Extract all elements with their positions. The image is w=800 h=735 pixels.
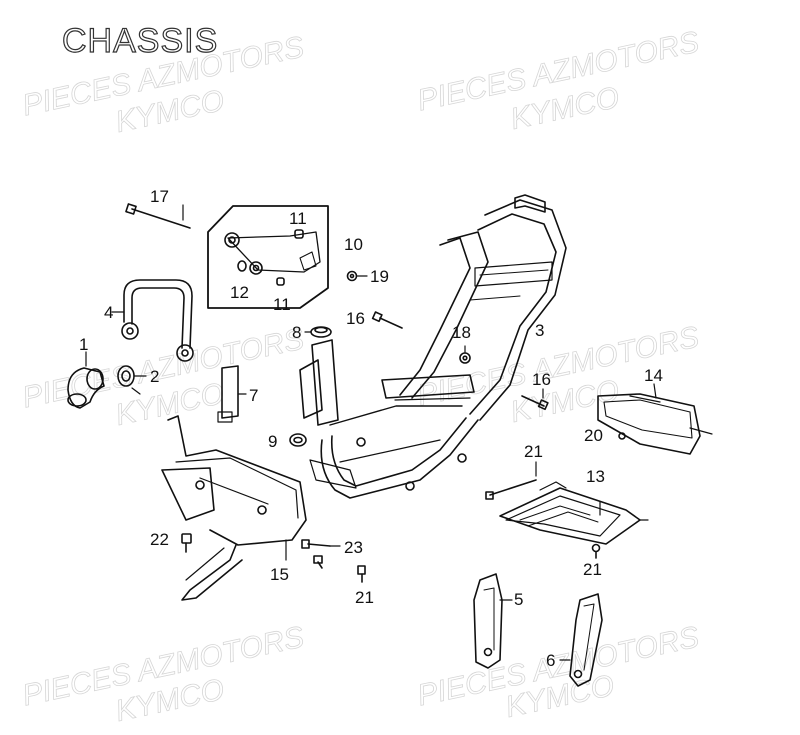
callout-3: 3 (535, 321, 545, 340)
callout-11-bottom: 11 (273, 295, 291, 314)
callout-12: 12 (230, 283, 249, 302)
callout-17: 17 (150, 187, 169, 206)
nut-19-drawing (346, 270, 368, 282)
nut-18-drawing (459, 345, 471, 364)
grommet-9-drawing (289, 433, 307, 447)
bolt-16b-drawing (521, 388, 549, 411)
boot-1-drawing (67, 351, 105, 409)
callout-21-right: 21 (583, 560, 602, 579)
bolts-23-drawing (301, 539, 341, 569)
callout-7: 7 (249, 386, 259, 405)
box-14-drawing (597, 383, 713, 455)
callout-6: 6 (546, 651, 556, 670)
clamp-2-drawing (117, 365, 147, 395)
bolt-17-drawing (125, 203, 191, 229)
callout-5: 5 (514, 590, 524, 609)
callout-11-top: 11 (289, 209, 307, 228)
callout-16-right: 16 (532, 370, 551, 389)
bolt-21b-drawing (591, 543, 601, 559)
callout-22: 22 (150, 530, 169, 549)
callout-8: 8 (292, 323, 302, 342)
bolt-16a-drawing (371, 311, 403, 329)
callout-4: 4 (104, 303, 114, 322)
callout-21-mid: 21 (524, 442, 543, 461)
callout-20: 20 (584, 426, 603, 445)
bolt-22-drawing (181, 533, 192, 553)
bolt-21a-drawing (485, 461, 537, 500)
bracket-6-drawing (559, 593, 603, 687)
stand-15-drawing (161, 415, 307, 601)
callout-23: 23 (344, 538, 363, 557)
callout-2: 2 (150, 367, 160, 386)
floor-panel-13-drawing (499, 481, 649, 545)
plate-7-drawing (217, 365, 247, 423)
grommet-8-drawing (304, 326, 332, 338)
callout-18: 18 (452, 323, 471, 342)
page-title: CHASSIS (61, 21, 219, 60)
inset-box-10 (207, 205, 329, 309)
callout-16-top: 16 (346, 309, 365, 328)
callout-14: 14 (644, 366, 663, 385)
bracket-5-drawing (473, 573, 513, 669)
callout-15: 15 (270, 565, 289, 584)
callout-1: 1 (79, 335, 89, 354)
callout-9: 9 (268, 432, 278, 451)
bracket-4-drawing (111, 279, 194, 362)
callout-10: 10 (344, 235, 363, 254)
callout-13: 13 (586, 467, 605, 486)
callout-21-bottom: 21 (355, 588, 374, 607)
callout-19: 19 (370, 267, 389, 286)
main-frame-3-drawing (299, 194, 567, 499)
bolt-21c-drawing (357, 565, 366, 583)
